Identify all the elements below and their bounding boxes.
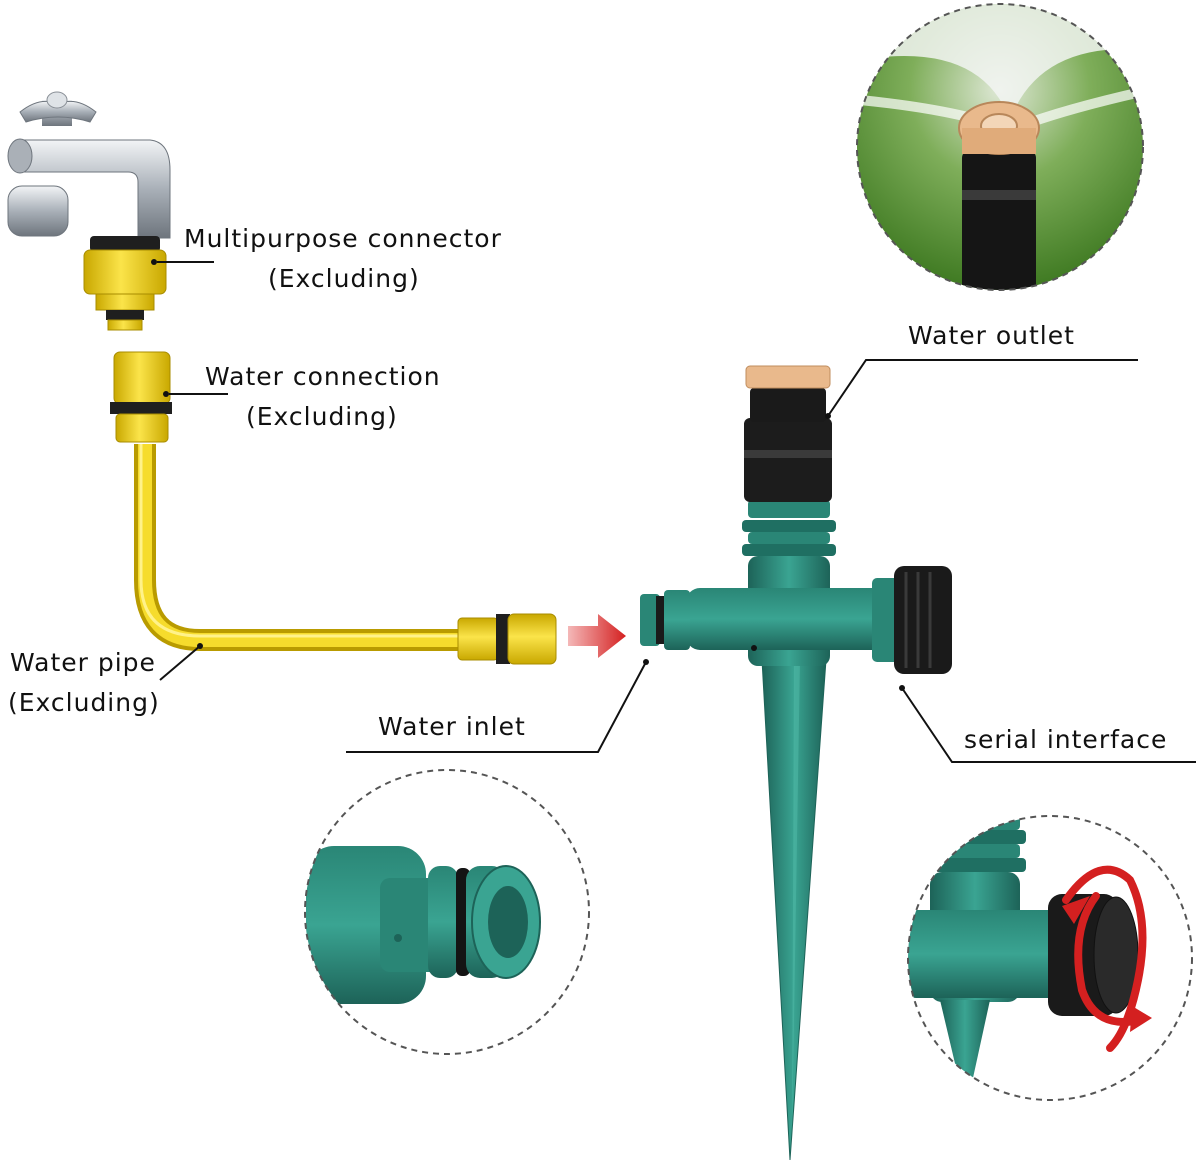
flow-arrow-icon (568, 614, 626, 658)
label-serial-interface: serial interface (964, 725, 1168, 754)
nozzle-detail-circle (856, 3, 1144, 291)
leader-water-outlet (827, 359, 1138, 417)
label-water-connection-note: (Excluding) (246, 402, 398, 431)
leader-serial-interface (901, 687, 1196, 763)
faucet-icon (7, 91, 171, 239)
leader-water-inlet (346, 661, 647, 753)
water-pipe-icon (134, 444, 557, 665)
inlet-detail-circle (304, 769, 590, 1055)
label-water-pipe-note: (Excluding) (8, 688, 160, 717)
label-water-inlet: Water inlet (378, 712, 526, 741)
label-water-outlet: Water outlet (908, 321, 1075, 350)
label-water-pipe: Water pipe (10, 648, 156, 677)
label-multipurpose-connector: Multipurpose connector (184, 224, 502, 253)
rotate-arrow-icon (1062, 865, 1152, 1052)
leader-water-pipe (159, 645, 201, 681)
label-multipurpose-connector-note: (Excluding) (268, 264, 420, 293)
multipurpose-connector-icon (83, 236, 167, 331)
label-water-connection: Water connection (205, 362, 441, 391)
water-connection-icon (110, 351, 172, 443)
serial-detail-circle (907, 815, 1193, 1101)
sprinkler-icon (640, 365, 952, 1161)
